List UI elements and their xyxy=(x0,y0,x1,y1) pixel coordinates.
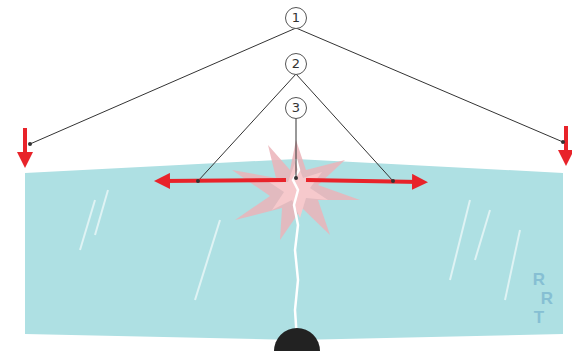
fulcrum xyxy=(274,328,320,351)
glass-pane xyxy=(25,159,563,340)
callout-number: 2 xyxy=(285,53,307,75)
leader-dot xyxy=(28,140,565,183)
force-arrow xyxy=(25,126,566,182)
callout-number: 3 xyxy=(285,97,307,119)
watermark-letter: R xyxy=(531,270,547,290)
watermark-letter: R xyxy=(539,289,555,309)
callout-number: 1 xyxy=(285,7,307,29)
watermark-letter: T xyxy=(531,308,547,328)
leader-line xyxy=(30,28,563,181)
crack xyxy=(293,159,299,340)
